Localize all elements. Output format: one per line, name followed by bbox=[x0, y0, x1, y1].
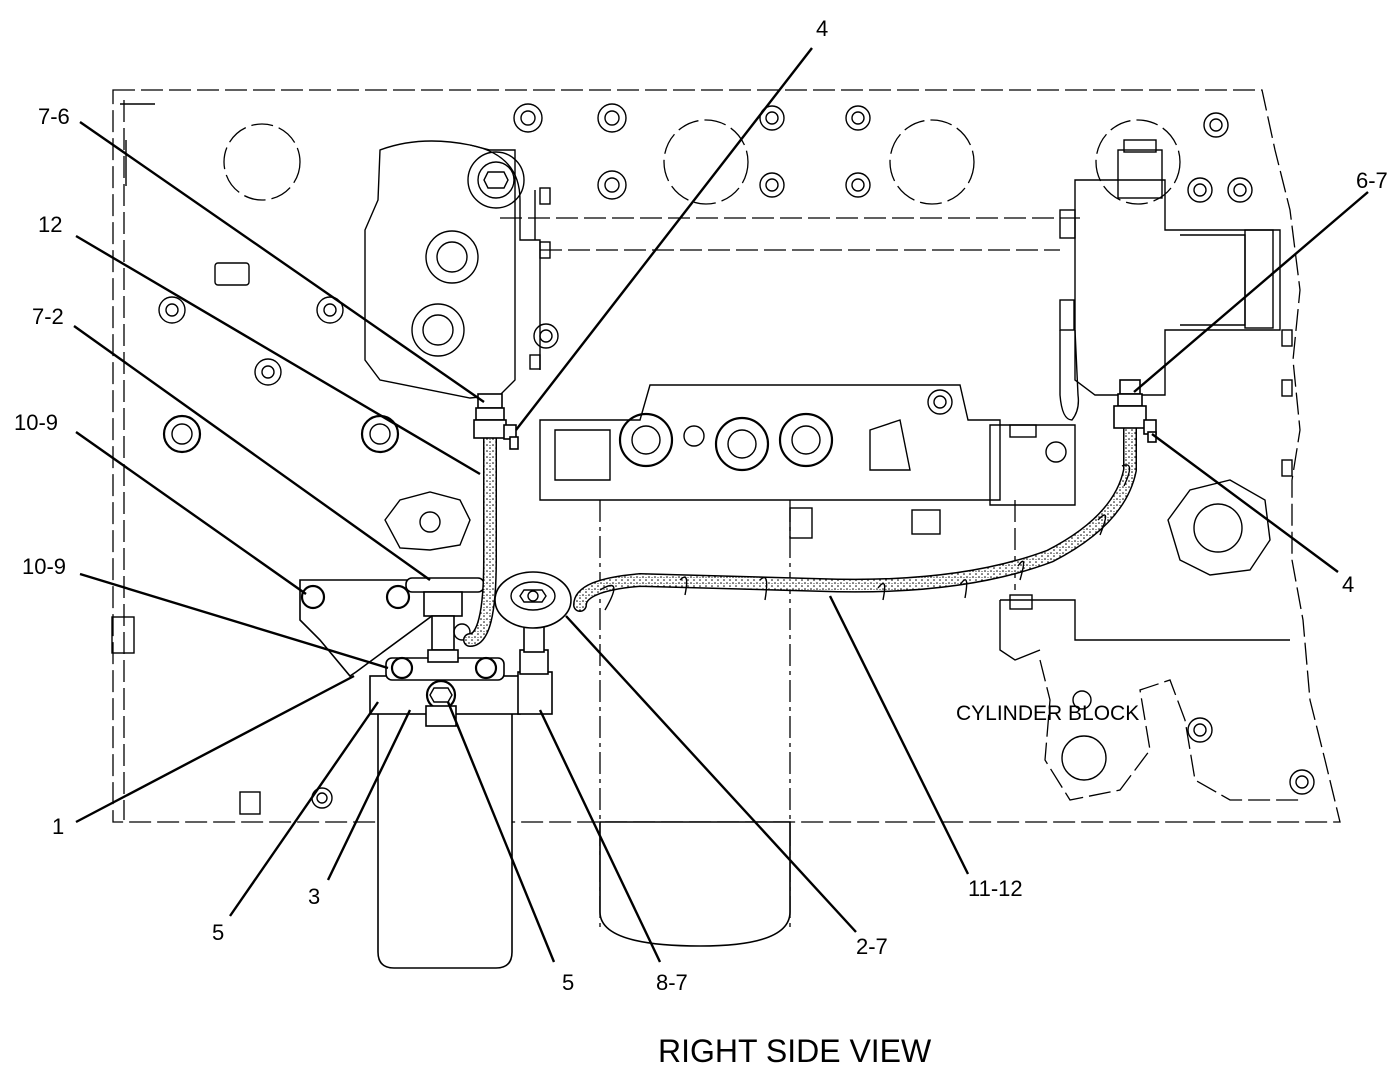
block-bolts bbox=[158, 103, 1315, 809]
hoses bbox=[463, 418, 1137, 647]
pressure-sender bbox=[494, 571, 572, 629]
callout-11-12: 11-12 bbox=[968, 876, 1023, 901]
callout-3: 3 bbox=[308, 884, 320, 909]
cylinder-block-label: CYLINDER BLOCK bbox=[956, 702, 1139, 725]
engine-block-outline bbox=[112, 89, 1341, 930]
valve-stem bbox=[405, 577, 485, 663]
hose-fittings bbox=[473, 379, 1157, 450]
callout-1: 1 bbox=[52, 814, 64, 839]
right-sensor-body bbox=[1059, 139, 1293, 477]
manifold bbox=[539, 384, 1076, 539]
callout-5-b: 5 bbox=[562, 970, 574, 995]
oil-filter-left bbox=[377, 711, 791, 969]
callout-2-7: 2-7 bbox=[856, 934, 888, 959]
callout-12: 12 bbox=[38, 212, 62, 237]
leader-lines bbox=[73, 47, 1369, 963]
callout-8-7: 8-7 bbox=[656, 970, 688, 995]
callout-10-9-b: 10-9 bbox=[22, 554, 66, 579]
callout-labels: 4 7-6 12 7-2 10-9 10-9 6-7 4 1 5 3 5 8-7… bbox=[14, 16, 1388, 995]
page-title: RIGHT SIDE VIEW bbox=[658, 1033, 932, 1069]
callout-7-6: 7-6 bbox=[38, 104, 70, 129]
callout-7-2: 7-2 bbox=[32, 304, 64, 329]
left-housing bbox=[364, 140, 551, 399]
lower-right-housing bbox=[999, 594, 1300, 801]
callout-10-9-a: 10-9 bbox=[14, 410, 58, 435]
callout-4-top: 4 bbox=[816, 16, 828, 41]
callout-6-7: 6-7 bbox=[1356, 168, 1388, 193]
block-features bbox=[111, 262, 1271, 815]
callout-4-right: 4 bbox=[1342, 572, 1354, 597]
cylinder-bores bbox=[223, 119, 1181, 205]
callout-5-a: 5 bbox=[212, 920, 224, 945]
